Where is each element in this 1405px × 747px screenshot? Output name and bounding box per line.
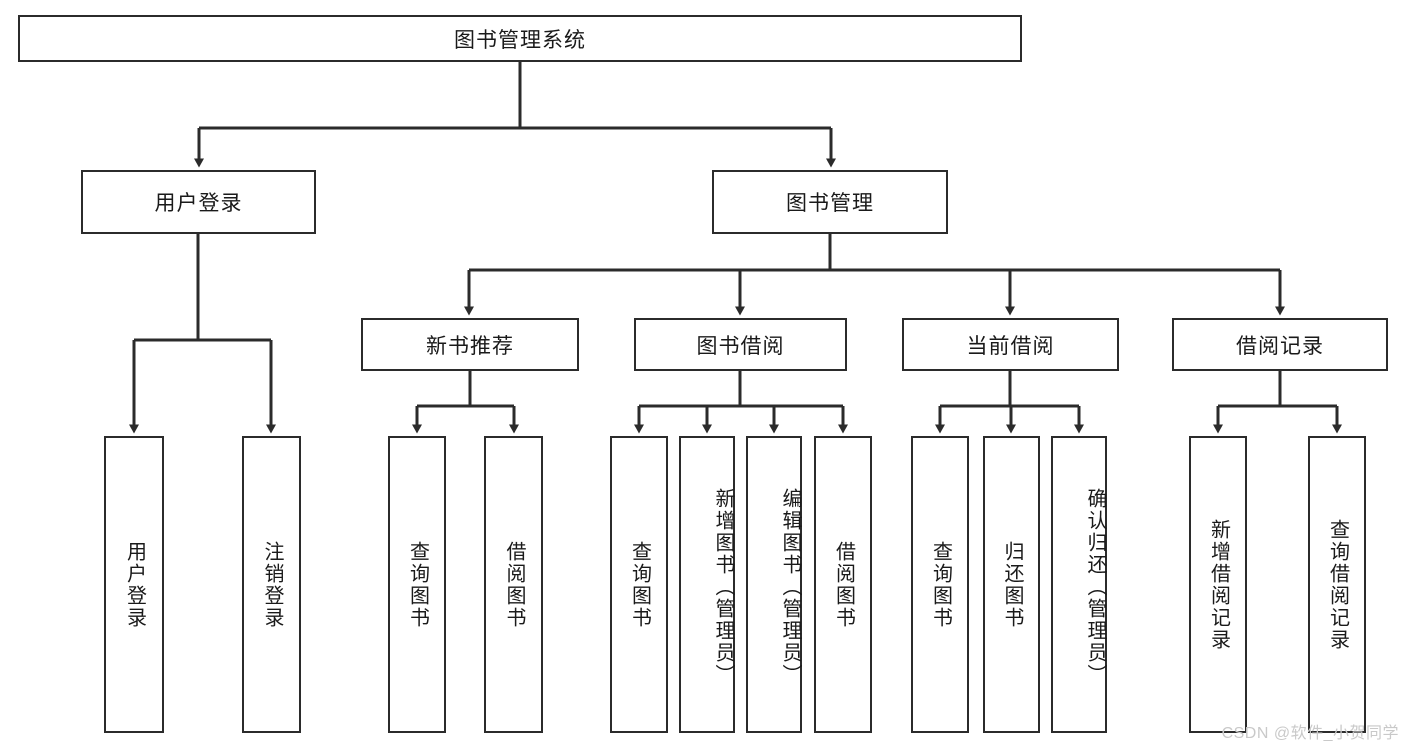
node-leaf-query-books-c[interactable]: 查询图书 [911, 436, 969, 733]
node-label: 用户登录 [123, 540, 146, 629]
node-leaf-borrow-books-b[interactable]: 借阅图书 [814, 436, 872, 733]
node-leaf-edit-book[interactable]: 编辑图书（管理员） [746, 436, 802, 733]
node-label: 查询借阅记录 [1326, 518, 1349, 651]
node-user-login[interactable]: 用户登录 [81, 170, 316, 234]
node-label: 图书借阅 [696, 334, 785, 358]
node-label: 新增借阅记录 [1207, 518, 1230, 651]
node-new-book-recommend[interactable]: 新书推荐 [361, 318, 579, 371]
node-label: 当前借阅 [966, 334, 1055, 358]
node-leaf-borrow-books-a[interactable]: 借阅图书 [484, 436, 543, 733]
node-leaf-query-books-b[interactable]: 查询图书 [610, 436, 668, 733]
node-leaf-user-logout[interactable]: 注销登录 [242, 436, 301, 733]
node-label: 新书推荐 [426, 334, 514, 358]
node-leaf-confirm-return[interactable]: 确认归还（管理员） [1051, 436, 1107, 733]
node-label: 归还图书 [1001, 540, 1023, 629]
node-current-borrow[interactable]: 当前借阅 [902, 318, 1119, 371]
node-label: 借阅记录 [1236, 334, 1324, 358]
node-book-management[interactable]: 图书管理 [712, 170, 948, 234]
node-label: 图书管理系统 [454, 28, 586, 52]
node-label: 借阅图书 [832, 540, 855, 629]
node-label: 图书管理 [786, 192, 874, 215]
node-label: 借阅图书 [503, 540, 525, 629]
node-label: 查询图书 [406, 540, 429, 629]
node-leaf-add-record[interactable]: 新增借阅记录 [1189, 436, 1247, 733]
node-label: 新增图书（管理员） [712, 487, 734, 686]
node-label: 注销登录 [261, 540, 283, 629]
node-label: 查询图书 [628, 540, 651, 629]
node-label: 查询图书 [929, 540, 952, 629]
node-book-borrow[interactable]: 图书借阅 [634, 318, 847, 371]
node-leaf-query-books-a[interactable]: 查询图书 [388, 436, 446, 733]
node-label: 确认归还（管理员） [1084, 487, 1106, 686]
node-label: 用户登录 [154, 192, 243, 215]
node-label: 编辑图书（管理员） [779, 487, 801, 686]
node-leaf-user-login[interactable]: 用户登录 [104, 436, 164, 733]
node-root-system[interactable]: 图书管理系统 [18, 15, 1022, 62]
node-leaf-return-book[interactable]: 归还图书 [983, 436, 1040, 733]
node-borrow-record[interactable]: 借阅记录 [1172, 318, 1388, 371]
csdn-watermark: CSDN @软件_小贺同学 [1221, 725, 1399, 742]
node-leaf-query-record[interactable]: 查询借阅记录 [1308, 436, 1366, 733]
node-leaf-add-book[interactable]: 新增图书（管理员） [679, 436, 735, 733]
